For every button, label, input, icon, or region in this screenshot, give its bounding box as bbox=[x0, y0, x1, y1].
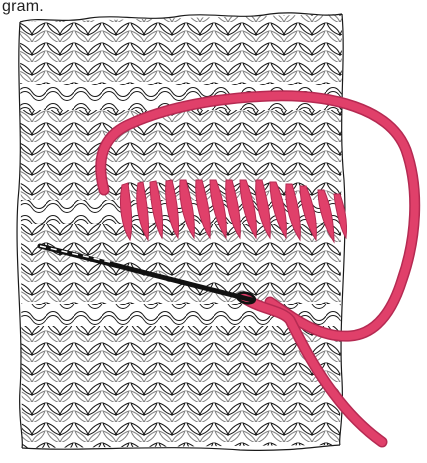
knitted-fabric bbox=[0, 0, 427, 463]
knitting-illustration bbox=[0, 0, 427, 463]
